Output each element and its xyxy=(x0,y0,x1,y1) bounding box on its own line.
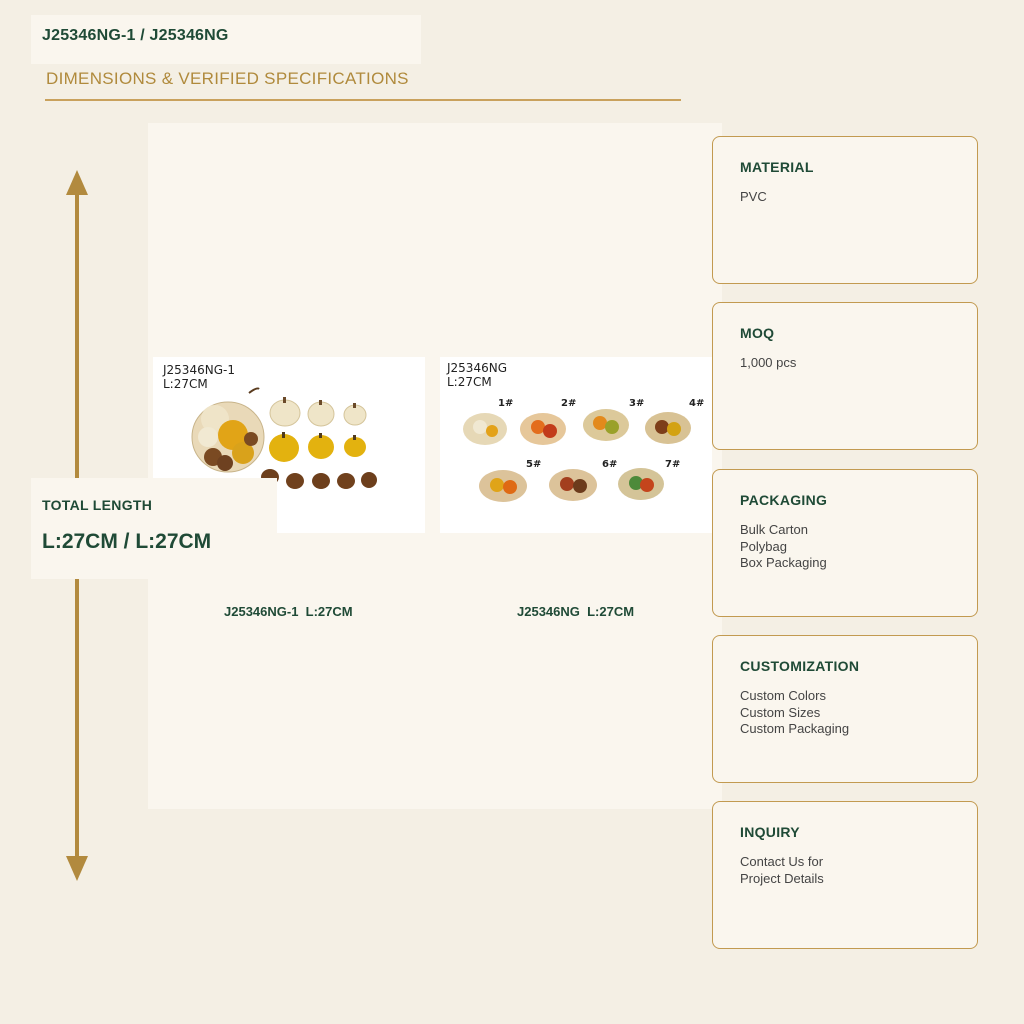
variant-label: 1# xyxy=(498,398,514,409)
title-box: J25346NG-1 / J25346NG xyxy=(31,15,421,64)
variant-set-image xyxy=(463,409,691,502)
spec-card-packaging: PACKAGING Bulk Carton Polybag Box Packag… xyxy=(712,469,978,617)
total-length-label: TOTAL LENGTH xyxy=(42,497,153,513)
variant-label: 7# xyxy=(665,459,681,470)
page-subtitle: DIMENSIONS & VERIFIED SPECIFICATIONS xyxy=(46,69,409,88)
spec-title: PACKAGING xyxy=(740,492,828,508)
product-photo-2[interactable]: J25346NG L:27CM 1# 2# 3# 4# 5# 6# 7# xyxy=(440,357,712,533)
total-length-value: L:27CM / L:27CM xyxy=(42,530,212,553)
product-caption-1: J25346NG-1 L:27CM xyxy=(224,604,353,619)
product-caption-2: J25346NG L:27CM xyxy=(517,604,635,619)
spec-value: Custom Colors xyxy=(740,688,826,703)
variant-label: 3# xyxy=(629,398,645,409)
spec-card-moq: MOQ 1,000 pcs xyxy=(712,302,978,450)
spec-title: MATERIAL xyxy=(740,159,814,175)
variant-label: 6# xyxy=(602,459,618,470)
pumpkin-set-image xyxy=(191,387,377,489)
spec-value: Custom Packaging xyxy=(740,721,850,736)
photo-label: J25346NG-1 L:27CM xyxy=(163,363,235,391)
spec-value: Custom Sizes xyxy=(740,704,821,720)
spec-value: Box Packaging xyxy=(740,555,827,570)
page-title: J25346NG-1 / J25346NG xyxy=(42,27,229,44)
spec-card-customization: CUSTOMIZATION Custom Colors Custom Sizes… xyxy=(712,635,978,783)
spec-title: CUSTOMIZATION xyxy=(740,658,860,674)
spec-card-material: MATERIAL PVC xyxy=(712,136,978,284)
arrow-up-icon xyxy=(66,170,88,195)
spec-title: INQUIRY xyxy=(740,824,800,840)
spec-value: Polybag xyxy=(740,538,787,554)
arrow-down-icon xyxy=(66,856,88,881)
spec-value: Contact Us for xyxy=(740,854,824,869)
spec-card-inquiry[interactable]: INQUIRY Contact Us for Project Details xyxy=(712,801,978,949)
variant-label: 5# xyxy=(526,459,542,470)
title-divider xyxy=(45,99,681,101)
spec-value: Project Details xyxy=(740,870,824,886)
spec-title: MOQ xyxy=(740,325,775,341)
spec-value: PVC xyxy=(740,189,767,204)
spec-value: 1,000 pcs xyxy=(740,355,797,370)
variant-label: 4# xyxy=(689,398,705,409)
total-length-box: TOTAL LENGTH L:27CM / L:27CM xyxy=(31,478,277,579)
photo-label: J25346NG L:27CM xyxy=(447,361,507,389)
spec-value: Bulk Carton xyxy=(740,522,808,537)
variant-label: 2# xyxy=(561,398,577,409)
